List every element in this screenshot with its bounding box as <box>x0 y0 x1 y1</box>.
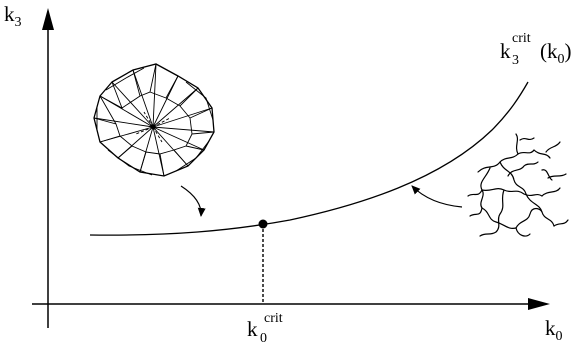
polyhedron-outline <box>93 63 215 177</box>
x-axis-label: k0 <box>545 316 563 344</box>
branched-polymer-phase-icon <box>467 133 569 237</box>
critical-point-label-sub: 0 <box>260 331 267 345</box>
branched-to-curve-arrow <box>411 185 463 208</box>
critical-point <box>258 219 268 229</box>
curve-label-arg: (k0) <box>540 39 572 67</box>
y-axis-arrowhead <box>42 8 54 30</box>
axes <box>32 8 550 328</box>
curve-label-k: k <box>500 39 511 63</box>
crumpled-to-curve-arrow <box>180 185 206 217</box>
crumpled-phase-polyhedron-icon <box>93 63 215 177</box>
curve-label-sub: 3 <box>512 53 519 68</box>
curve-label-sup: crit <box>512 31 531 46</box>
critical-curve <box>89 81 529 236</box>
critical-point-label-sup: crit <box>264 311 283 326</box>
y-axis-label: k3 <box>4 2 22 30</box>
x-axis-arrowhead <box>528 298 550 310</box>
polyhedron-facets <box>93 63 215 177</box>
critical-point-label: k <box>247 317 258 341</box>
